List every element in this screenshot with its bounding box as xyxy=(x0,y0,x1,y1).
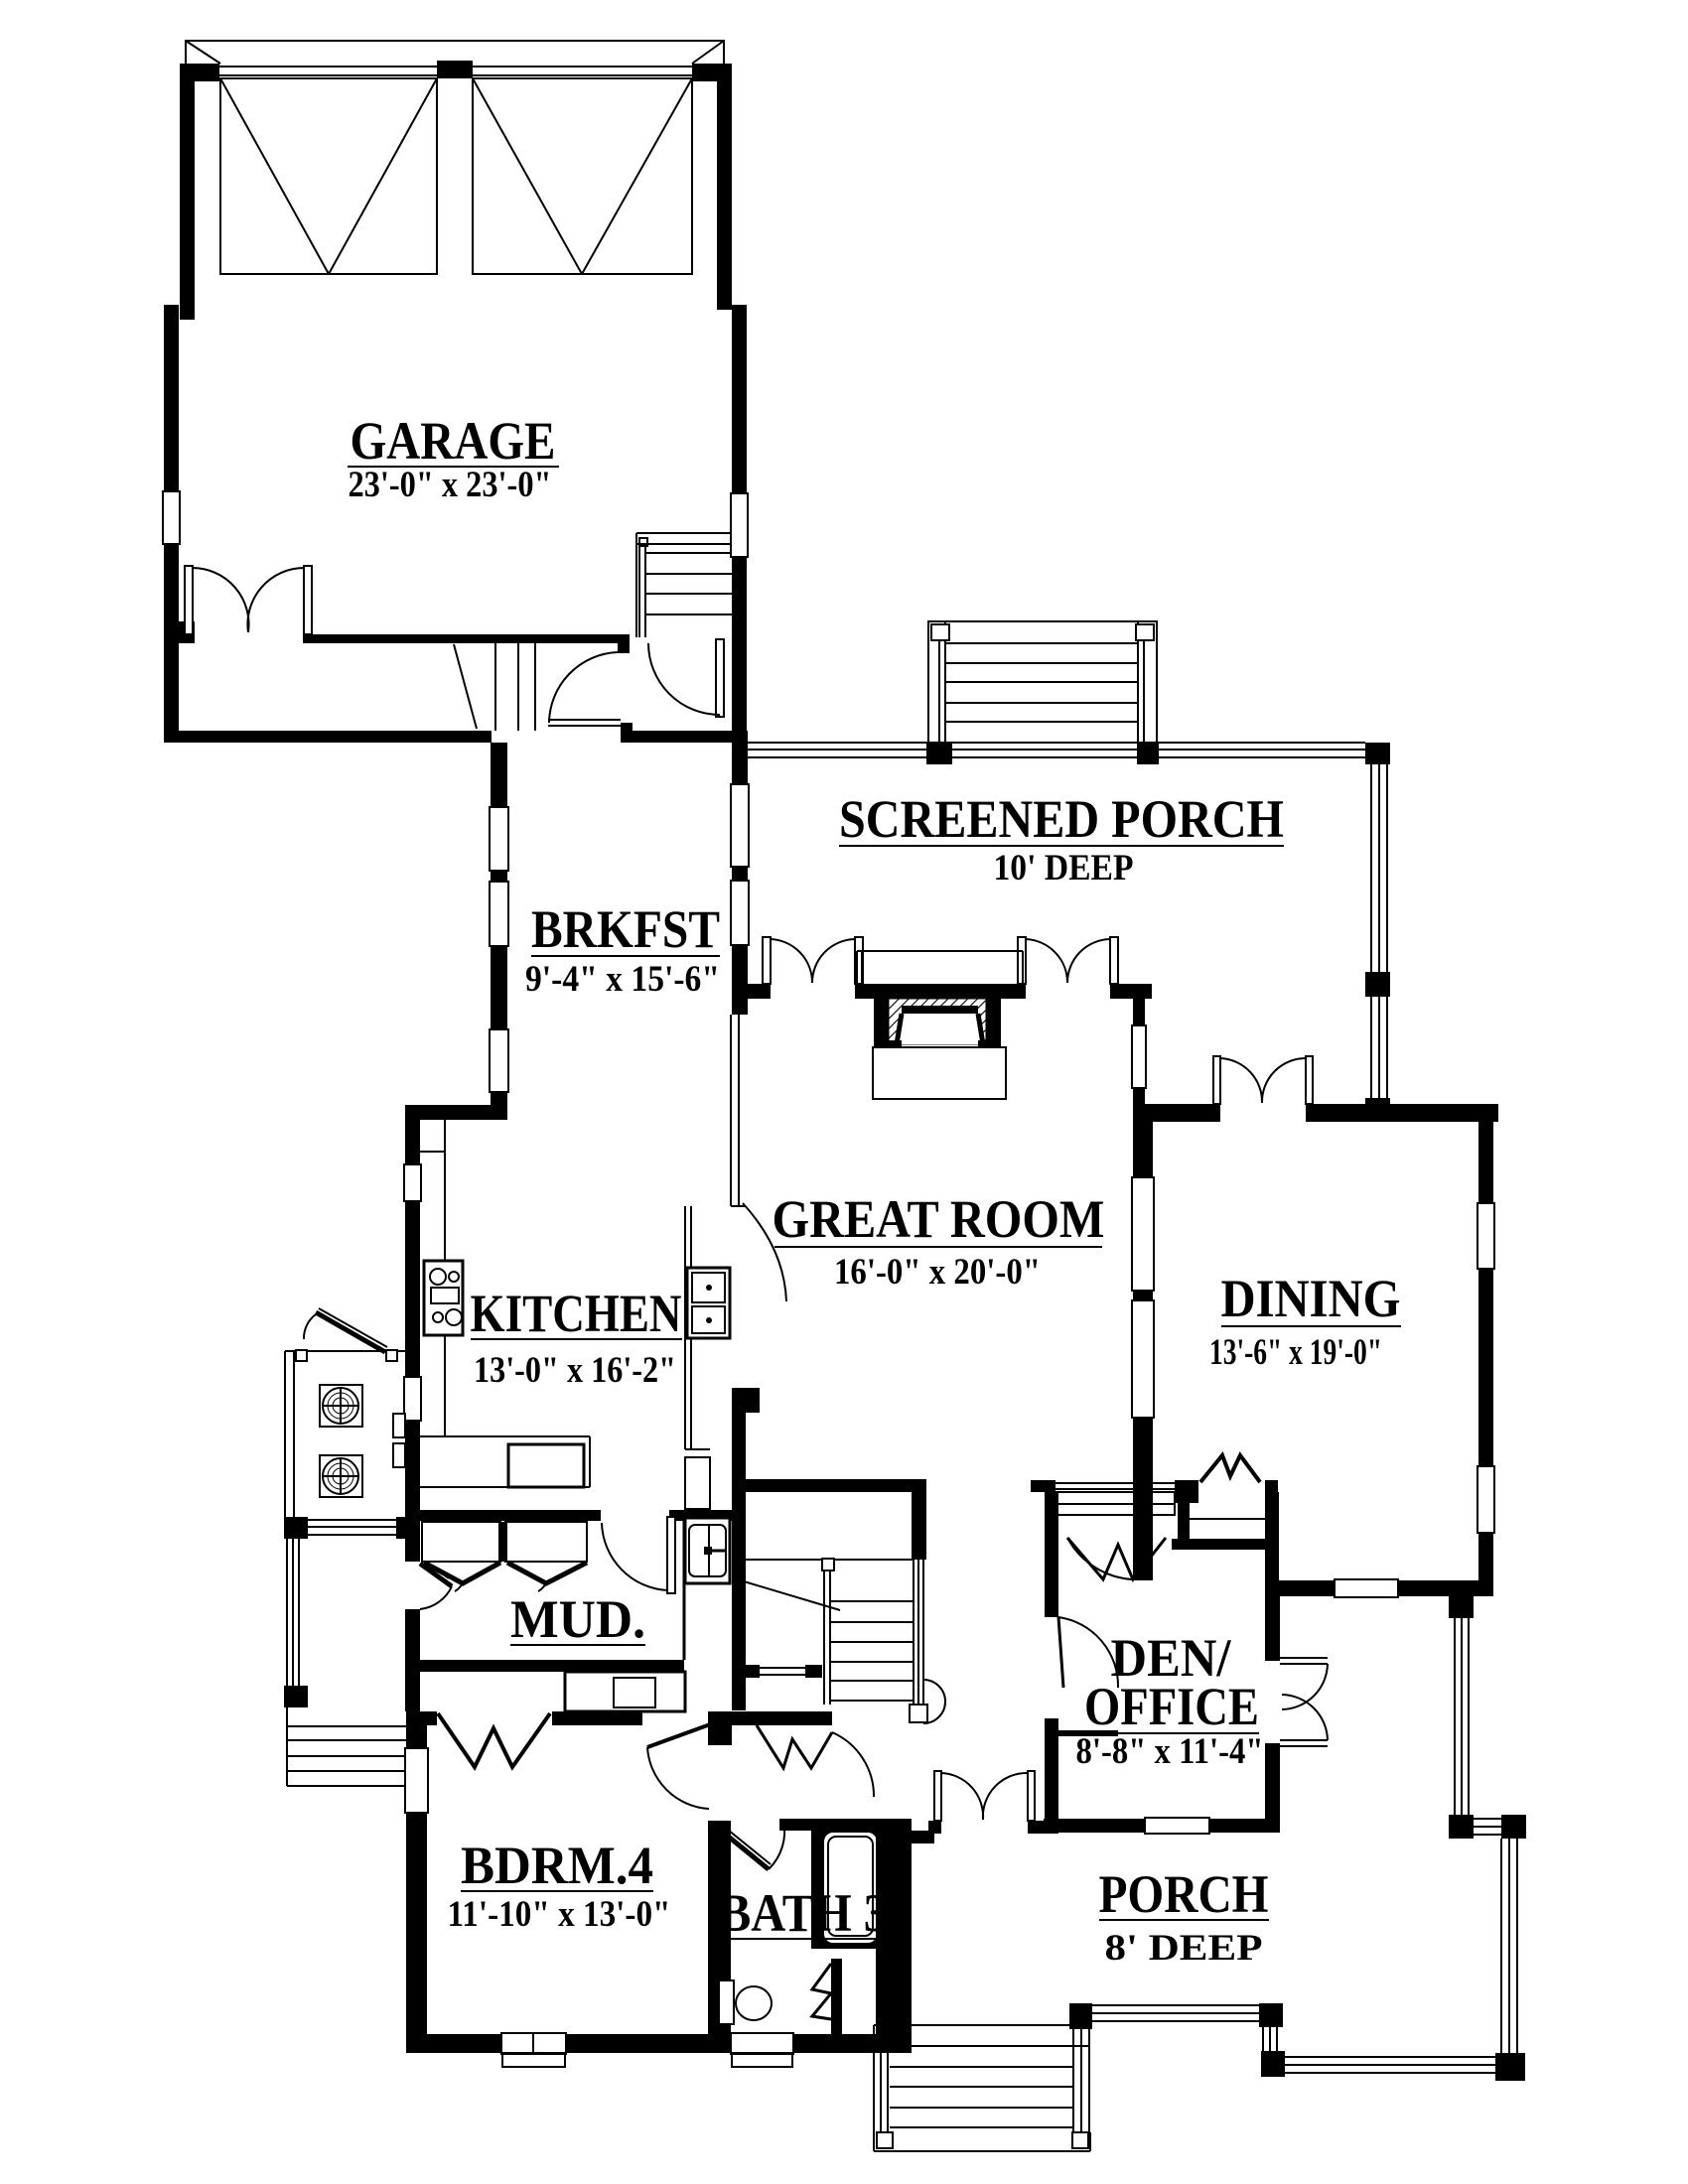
svg-text:SCREENED PORCH: SCREENED PORCH xyxy=(839,789,1284,849)
svg-text:13'-0" x 16'-2": 13'-0" x 16'-2" xyxy=(474,1350,676,1391)
svg-text:GARAGE: GARAGE xyxy=(351,411,556,471)
svg-text:DEN/: DEN/ xyxy=(1111,1628,1232,1688)
svg-text:BATH 3: BATH 3 xyxy=(719,1883,888,1943)
svg-text:16'-0" x 20'-0": 16'-0" x 20'-0" xyxy=(834,1252,1041,1293)
svg-text:10' DEEP: 10' DEEP xyxy=(994,848,1134,888)
svg-text:BRKFST: BRKFST xyxy=(531,899,720,959)
svg-text:DINING: DINING xyxy=(1221,1269,1401,1328)
svg-text:MUD.: MUD. xyxy=(510,1589,645,1649)
svg-text:BDRM.4: BDRM.4 xyxy=(461,1836,653,1895)
svg-text:9'-4" x 15'-6": 9'-4" x 15'-6" xyxy=(525,959,720,1000)
svg-text:GREAT ROOM: GREAT ROOM xyxy=(773,1189,1105,1249)
svg-text:11'-10" x 13'-0": 11'-10" x 13'-0" xyxy=(448,1894,671,1935)
svg-text:23'-0" x 23'-0": 23'-0" x 23'-0" xyxy=(349,465,552,505)
svg-text:13'-6" x 19'-0": 13'-6" x 19'-0" xyxy=(1209,1332,1382,1373)
svg-text:8' DEEP: 8' DEEP xyxy=(1105,1928,1263,1969)
svg-text:OFFICE: OFFICE xyxy=(1084,1677,1259,1736)
svg-text:KITCHEN: KITCHEN xyxy=(471,1284,682,1343)
svg-text:8'-8" x 11'-4": 8'-8" x 11'-4" xyxy=(1076,1731,1264,1772)
svg-text:PORCH: PORCH xyxy=(1099,1864,1269,1924)
